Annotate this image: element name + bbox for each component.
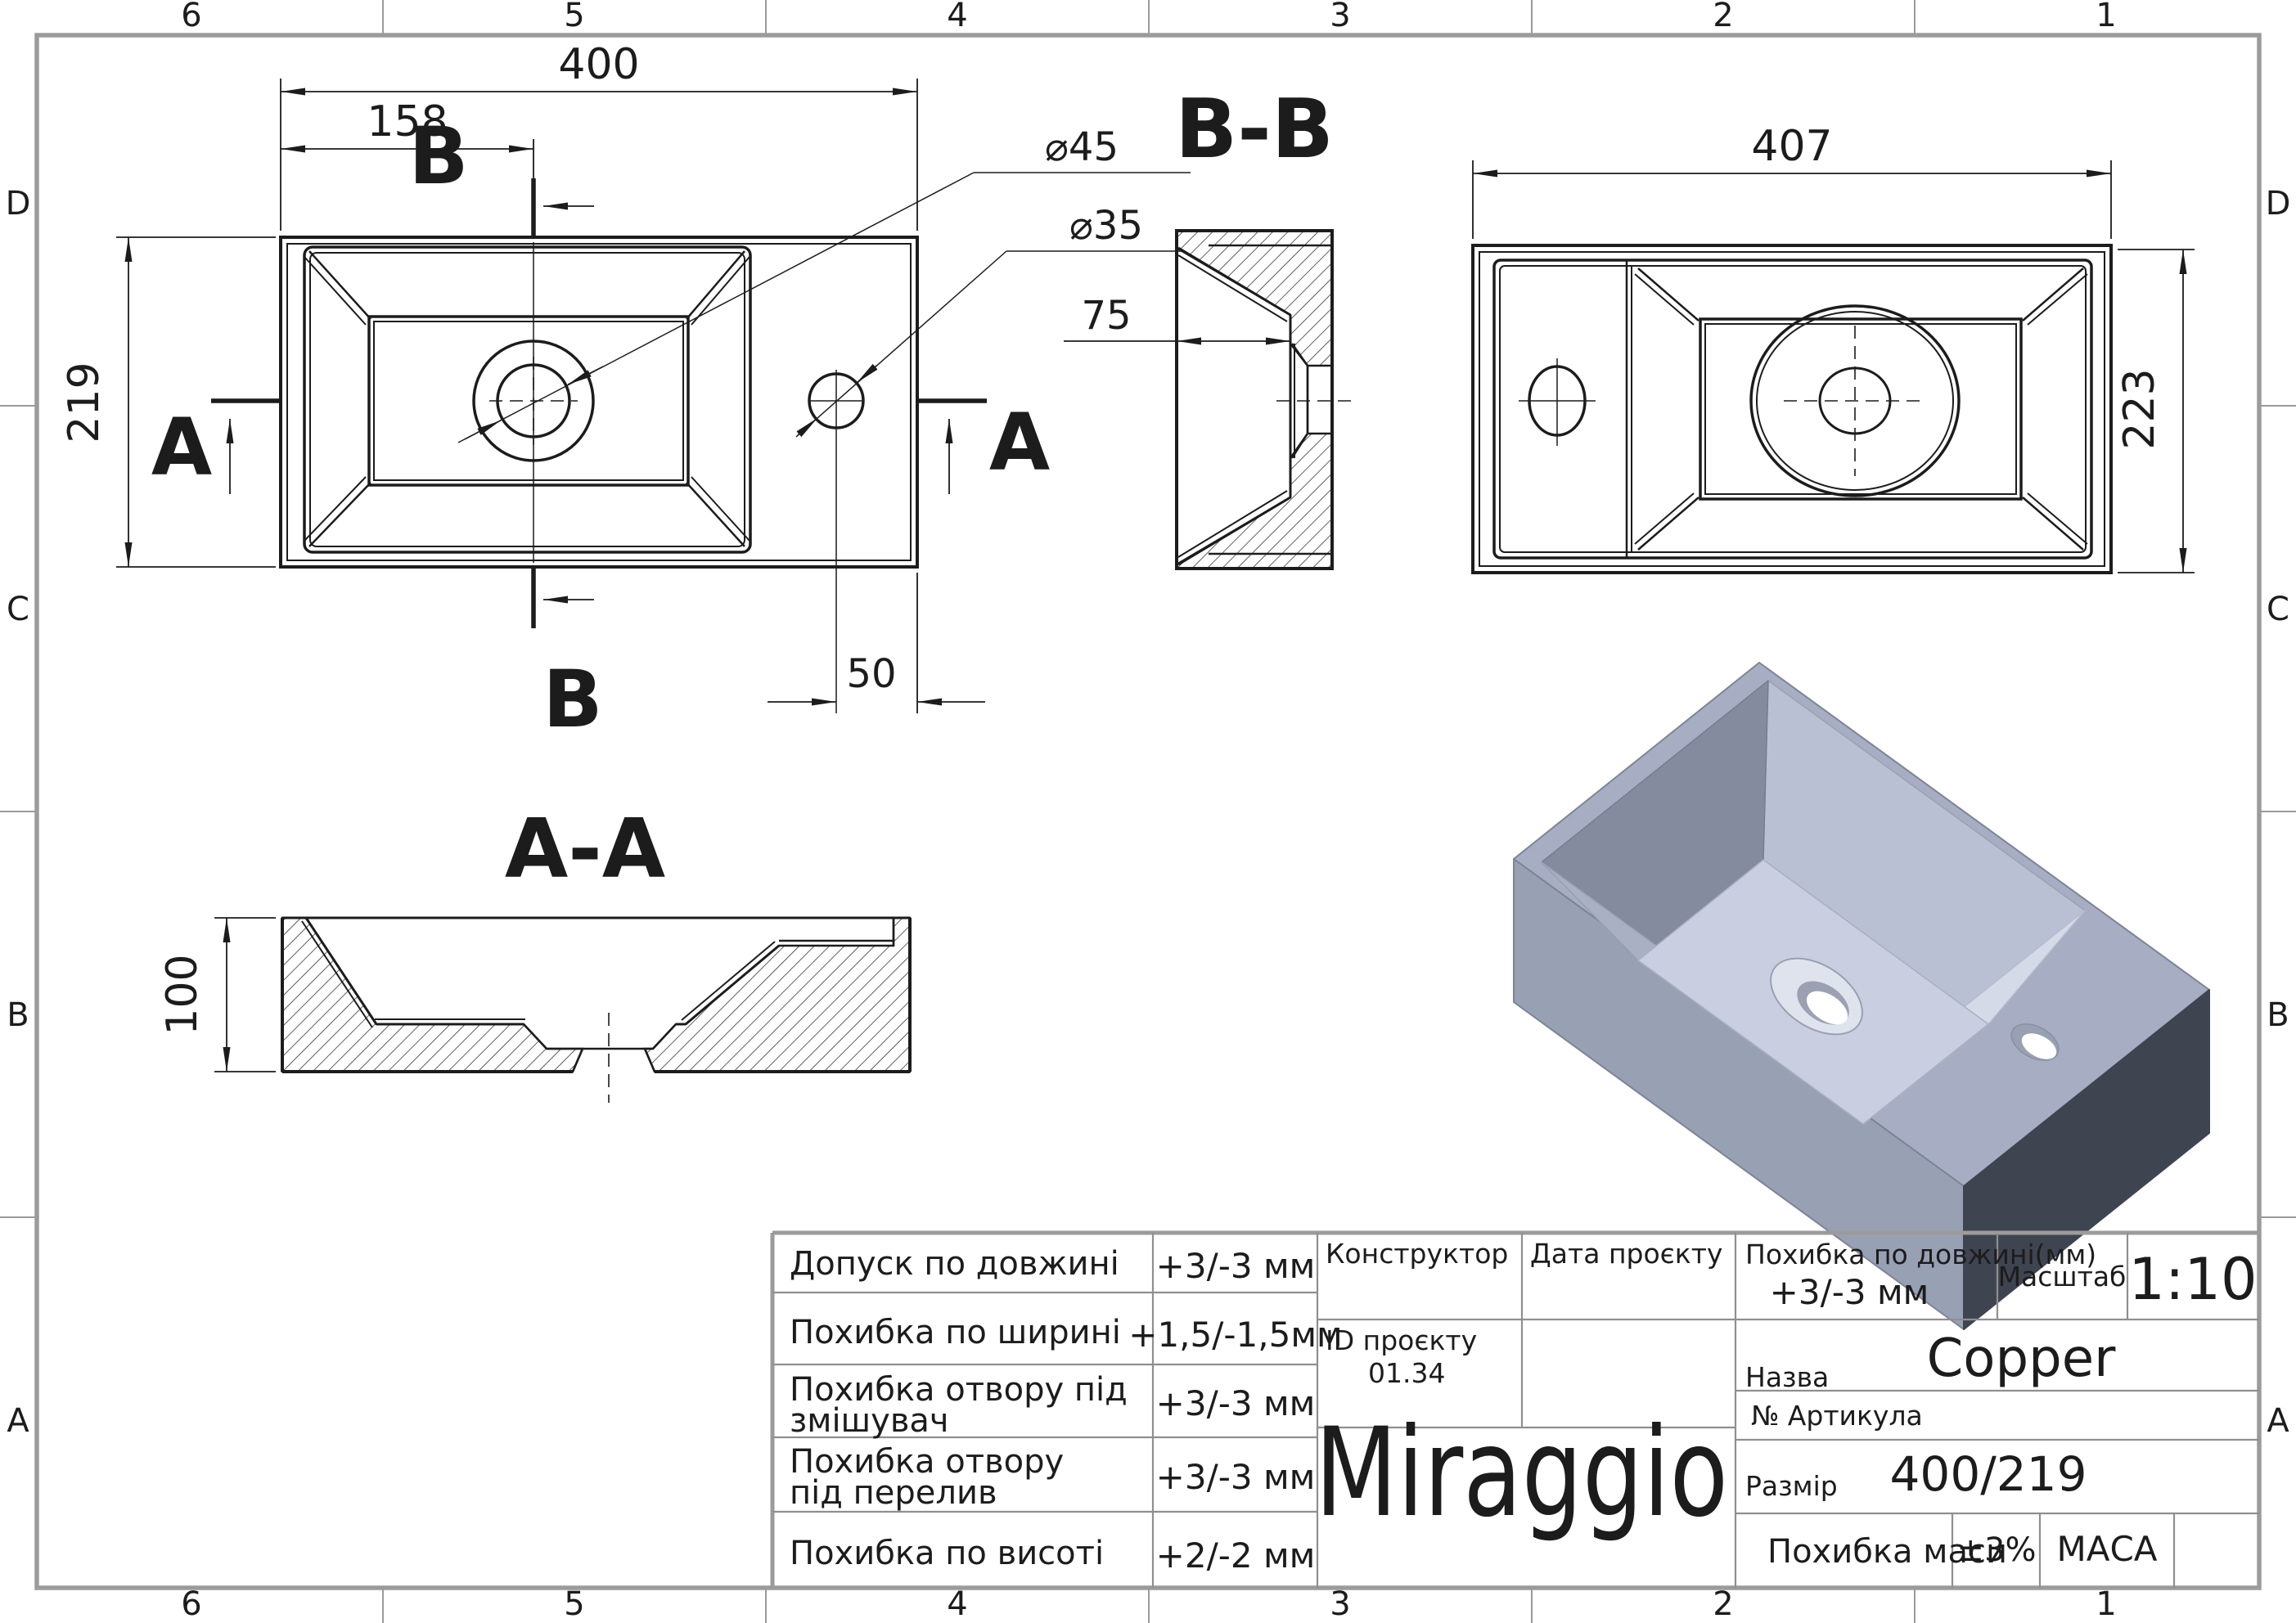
dim-bb-basin-depth: 75 [1081, 293, 1131, 339]
plan-view: B B A A 400 158 219 50 ⌀45 [60, 40, 1234, 745]
name-value: Copper [1927, 1329, 2116, 1389]
name-label: Назва [1745, 1361, 1829, 1393]
grid-row-label: B [2267, 996, 2289, 1034]
title-block: Допуск по довжині +3/-3 мм Похибка по ши… [770, 1230, 2259, 1588]
tolerance-row-value: +1,5/-1,5мм [1128, 1315, 1342, 1355]
tolerance-row-label: Похибка по висоті [790, 1535, 1104, 1572]
project-id-value: 01.34 [1368, 1357, 1445, 1389]
iso-view [1513, 662, 2210, 1330]
grid-row-label: B [7, 996, 29, 1034]
grid-col-label: 1 [2096, 0, 2116, 34]
tolerance-row-label: під перелив [790, 1474, 997, 1512]
grid-col-label: 5 [564, 0, 584, 34]
designer-label: Конструктор [1326, 1238, 1508, 1270]
section-aa-view: A-A 100 [158, 801, 912, 1103]
back-view: 407 223 [1471, 122, 2195, 574]
grid-col-label: 1 [2096, 1585, 2116, 1623]
section-bb-view: B-B 75 [1064, 81, 1354, 570]
grid-row-label: C [2267, 591, 2289, 628]
brand-logo-text: Miraggio [1315, 1402, 1728, 1544]
dim-plan-drain-offset: 158 [367, 97, 448, 146]
iso-faucet-hole-highlight [2021, 1033, 2057, 1059]
tolerance-row-value: +3/-3 мм [1156, 1383, 1316, 1423]
section-bb-title: B-B [1175, 81, 1334, 177]
grid-col-label: 6 [181, 1585, 201, 1623]
grid-col-label: 6 [181, 0, 201, 34]
grid-col-label: 2 [1713, 0, 1733, 34]
length-tolerance-value: +3/-3 мм [1770, 1272, 1929, 1312]
grid-row-label: C [7, 591, 29, 628]
grid-row-label: A [2267, 1402, 2289, 1440]
grid-col-label: 4 [947, 0, 967, 34]
grid-row-label: A [7, 1402, 29, 1440]
article-label: № Артикула [1751, 1400, 1923, 1432]
mass-tolerance-label: Похибка маси [1767, 1533, 2007, 1571]
project-id-label: ID проєкту [1326, 1324, 1477, 1356]
section-cut-label-b-top: B [408, 110, 468, 202]
project-date-label: Дата проєкту [1530, 1238, 1722, 1270]
grid-labels: 6 5 4 3 2 1 6 5 4 3 2 1 D C B A D C B A [6, 0, 2291, 1623]
iso-front-right-face [1963, 989, 2210, 1330]
grid-col-label: 5 [564, 1585, 584, 1623]
section-cut-label-b-bottom: B [542, 654, 602, 745]
grid-col-label: 2 [1713, 1585, 1733, 1623]
dim-back-height: 223 [2115, 368, 2164, 449]
mass-tolerance-value: ±3% [1957, 1531, 2037, 1569]
tolerance-row-label: змішувач [790, 1402, 949, 1440]
mass-label: МАСА [2056, 1529, 2157, 1569]
section-cut-label-a-left: A [151, 402, 212, 493]
tolerance-row-value: +2/-2 мм [1156, 1535, 1316, 1576]
basin-dome-circle [1749, 304, 1961, 497]
size-label: Размір [1745, 1470, 1838, 1502]
tolerance-row-label: Допуск по довжині [790, 1245, 1119, 1283]
iso-drain-hole-highlight [1806, 991, 1848, 1025]
size-value: 400/219 [1890, 1446, 2087, 1502]
dim-back-width: 407 [1751, 122, 1832, 171]
grid-row-label: D [6, 185, 31, 223]
label-drain-diameter: ⌀45 [1045, 124, 1119, 170]
tolerance-row-value: +3/-3 мм [1156, 1457, 1316, 1497]
dim-plan-faucet-offset: 50 [846, 651, 896, 697]
scale-label: Масштаб [1998, 1261, 2127, 1293]
section-aa-title: A-A [505, 801, 665, 897]
tolerance-row-label: Похибка по ширині [790, 1314, 1121, 1351]
tolerance-table: Допуск по довжині +3/-3 мм Похибка по ши… [790, 1245, 1343, 1576]
dim-aa-height: 100 [158, 954, 207, 1035]
grid-col-label: 3 [1330, 1585, 1350, 1623]
dim-plan-width: 400 [558, 40, 639, 89]
tolerance-row-label: Похибка отвору під [790, 1371, 1128, 1409]
grid-row-label: D [2266, 185, 2291, 223]
section-cut-label-a-right: A [989, 397, 1050, 488]
grid-col-label: 4 [947, 1585, 967, 1623]
grid-col-label: 3 [1330, 0, 1350, 34]
tolerance-row-value: +3/-3 мм [1156, 1246, 1316, 1286]
label-faucet-diameter: ⌀35 [1069, 203, 1143, 249]
scale-value: 1:10 [2128, 1246, 2257, 1313]
length-tolerance-label: Похибка по довжині(мм) [1745, 1239, 2096, 1270]
dim-plan-height: 219 [60, 362, 109, 443]
tolerance-row-label: Похибка отвору [790, 1443, 1064, 1481]
